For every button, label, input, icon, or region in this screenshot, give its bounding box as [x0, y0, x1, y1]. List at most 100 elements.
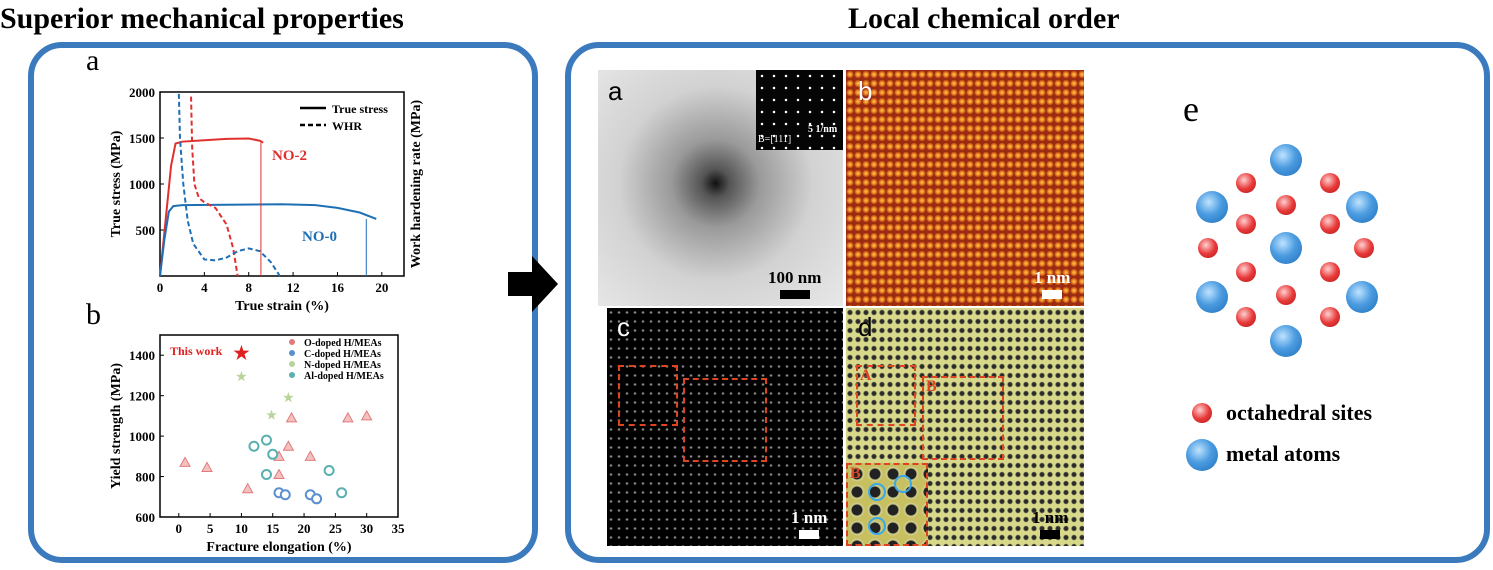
legend-entry: Al-doped H/MEAs: [304, 371, 384, 382]
octahedral-site: [1198, 238, 1218, 258]
data-point: [179, 456, 191, 467]
metal-atom: [1346, 191, 1378, 223]
image-label-d: d: [858, 312, 873, 342]
magnified-inset-b: B: [846, 463, 928, 546]
metal-atom: [1270, 232, 1302, 264]
y-tick-label: 1500: [129, 131, 155, 146]
x-tick-label: 4: [201, 280, 208, 295]
octahedral-site: [1236, 214, 1256, 234]
y-tick-label: 600: [136, 510, 156, 525]
region-a-label: A: [860, 367, 872, 384]
scale-bar-c: 1 nm: [791, 508, 827, 539]
data-point: [336, 487, 348, 499]
scale-label-a: 100 nm: [768, 268, 822, 287]
data-point: [342, 411, 354, 423]
right-arrow-icon: [508, 256, 558, 312]
region-box-1: [618, 365, 678, 426]
y-tick-label: 1000: [129, 429, 155, 444]
x-tick-label: 12: [287, 280, 300, 295]
x-tick-label: 8: [245, 280, 252, 295]
diffraction-inset: B=[111] 5 1/nm: [756, 70, 843, 150]
annotation-no0: NO-0: [302, 229, 337, 245]
scale-bar-d: 1 nm: [1032, 508, 1068, 539]
region-box-a: A: [856, 365, 916, 426]
octahedral-site: [1320, 214, 1340, 234]
label-b: b: [86, 298, 101, 331]
x-tick-label: 25: [329, 521, 343, 536]
metal-atom: [1196, 191, 1228, 223]
metal-atom: [1196, 281, 1228, 313]
legend-entry: C-doped H/MEAs: [304, 349, 381, 360]
series-line-no-0: [159, 203, 377, 277]
data-point: [323, 464, 335, 476]
image-label-b: b: [858, 76, 873, 106]
data-point: [304, 450, 317, 461]
label-e: e: [1183, 89, 1199, 129]
octahedral-site: [1236, 307, 1256, 327]
inset-scale-label: 5 1/nm: [808, 124, 838, 135]
stem-image-c: c 1 nm: [607, 308, 843, 546]
annotation-this-work: This work: [170, 344, 223, 358]
heading-right: Local chemical order: [848, 2, 1120, 35]
haadf-image-b: b 1 nm: [846, 70, 1084, 306]
y-tick-label: 1000: [129, 177, 155, 192]
data-point: [311, 493, 323, 505]
y-tick-label: 2000: [129, 85, 155, 100]
data-point: [285, 411, 298, 423]
data-point: [282, 440, 295, 451]
legend-marker: [289, 361, 295, 367]
heading-left: Superior mechanical properties: [0, 2, 404, 35]
x-tick-label: 20: [298, 521, 311, 536]
metal-atom-legend-icon: [1186, 439, 1218, 471]
octahedral-site-legend-icon: [1192, 403, 1212, 423]
legend-marker: [289, 339, 295, 345]
data-point: [360, 409, 373, 421]
x-tick-label: 30: [360, 521, 373, 536]
series-line-no-2: [159, 137, 264, 277]
metal-atom: [1270, 325, 1302, 357]
annotation-no2: NO-2: [272, 148, 307, 164]
octahedral-site: [1236, 262, 1256, 282]
image-label-a: a: [608, 76, 623, 106]
data-point-this-work: ★: [233, 343, 250, 363]
series-line-no-2-whr: [190, 96, 239, 277]
octahedral-site: [1320, 262, 1340, 282]
scale-bar-a: 100 nm: [768, 268, 821, 299]
x-tick-label: 35: [392, 521, 406, 536]
legend-entry: O-doped H/MEAs: [304, 338, 382, 349]
x-tick-label: 15: [266, 521, 280, 536]
data-point: [260, 434, 272, 446]
y-axis-label: True stress (MPa): [109, 130, 124, 237]
legend-entry: N-doped H/MEAs: [304, 360, 381, 371]
x-tick-label: 0: [176, 521, 183, 536]
region-box-b: B: [922, 376, 1004, 460]
data-point: [273, 468, 285, 480]
scale-label-b: 1 nm: [1034, 268, 1071, 287]
octahedral-site: [1276, 285, 1296, 305]
octahedral-site: [1354, 238, 1374, 258]
octahedral-site: [1320, 173, 1340, 193]
region-b-label: B: [926, 378, 937, 395]
octahedral-site: [1236, 173, 1256, 193]
plot-frame: [159, 334, 399, 518]
data-point: [267, 448, 279, 460]
region-box-2: [683, 378, 767, 462]
metal-atom: [1346, 281, 1378, 313]
legend-metal: metal atoms: [1226, 441, 1341, 466]
data-point: [260, 469, 272, 481]
label-a: a: [86, 44, 100, 77]
data-point: [241, 482, 254, 494]
tem-image-a: a B=[111] 5 1/nm 100 nm: [598, 70, 843, 306]
legend-marker: [289, 372, 295, 378]
data-point: ★: [283, 391, 294, 405]
x-axis-label: Fracture elongation (%): [206, 540, 351, 555]
legend-marker: [289, 350, 295, 356]
image-label-c: c: [617, 312, 630, 342]
legend-true-stress: True stress: [332, 102, 388, 116]
y-axis-label: Yield strength (MPa): [109, 363, 124, 489]
x-axis-label: True strain (%): [235, 299, 329, 314]
octahedral-site: [1320, 307, 1340, 327]
data-point: ★: [236, 369, 247, 383]
data-point: [248, 440, 260, 452]
